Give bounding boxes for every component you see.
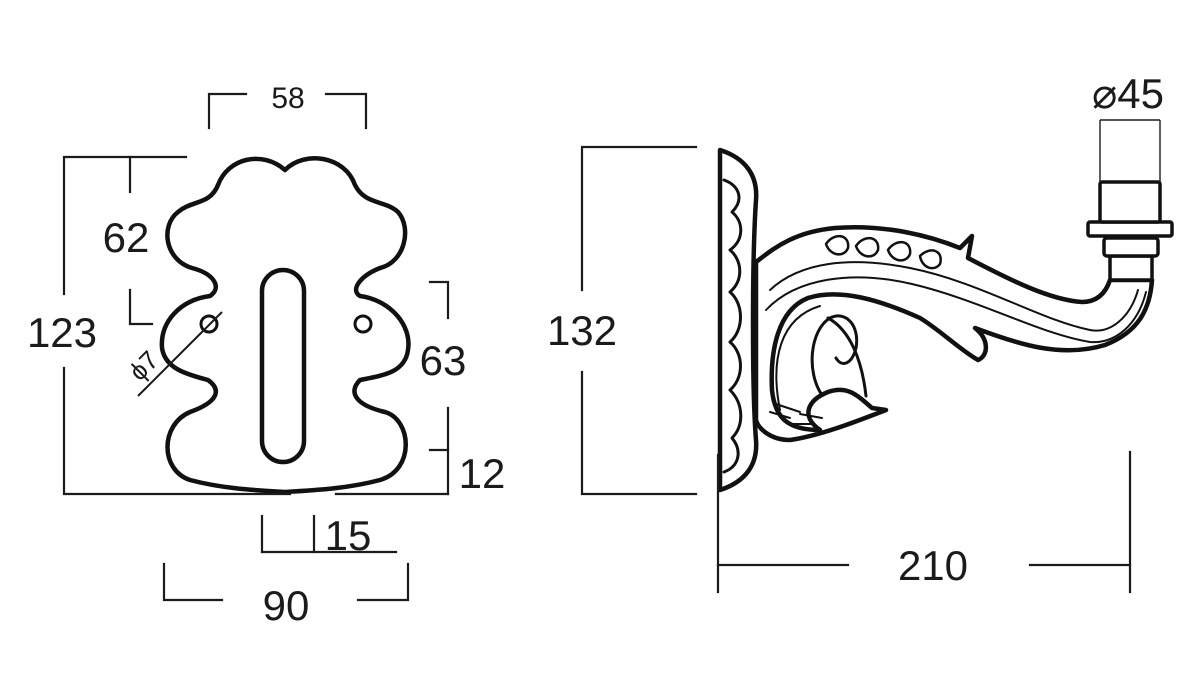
dim-projection: 210: [716, 450, 1132, 594]
arm-leaf-2: [854, 237, 880, 258]
dim-bottom-offset-label: 12: [459, 450, 506, 497]
arm-flute-3: [775, 305, 821, 411]
dim-socket-diameter: ⌀45: [1092, 70, 1164, 182]
dim-plate-height-label: 132: [547, 307, 617, 354]
dim-hole-spacing-label: 63: [420, 337, 467, 384]
arm-flute-2: [765, 276, 1147, 344]
dim-hole-spacing: 63: [420, 280, 467, 496]
lower-scroll-hatch: [769, 403, 823, 425]
mounting-hole-right: [353, 314, 373, 334]
wall-plate-side: [717, 147, 759, 493]
dim-upper-height: 62: [103, 155, 154, 326]
dim-top-width: 58: [207, 82, 368, 130]
arm-flute-1: [769, 261, 1139, 332]
bracket-arm: [753, 225, 1155, 443]
bracket-curl: [810, 314, 859, 397]
dim-bottom-offset: 12: [334, 448, 506, 497]
front-view: 58 123 62 ϕ7 63 12: [27, 82, 505, 629]
arm-leaf-4: [918, 249, 942, 270]
wall-plate-ornament: [722, 178, 743, 474]
dim-socket-diameter-label: ⌀45: [1092, 70, 1164, 117]
dim-total-height-label: 123: [27, 309, 97, 356]
side-view: 132 ⌀45: [547, 70, 1174, 594]
arm-leaf-1: [824, 235, 850, 256]
dim-total-width-label: 90: [263, 582, 310, 629]
bracket-curl-inner: [826, 316, 868, 398]
dim-upper-height-label: 62: [103, 214, 150, 261]
dim-total-height: 123: [27, 155, 292, 496]
arm-leaf-3: [886, 241, 912, 262]
dim-top-width-label: 58: [271, 82, 304, 115]
dim-slot-width: 15: [260, 512, 398, 559]
lamp-socket: [1086, 180, 1174, 282]
dim-total-width: 90: [162, 562, 410, 629]
dim-plate-height: 132: [547, 145, 698, 496]
mounting-slot: [259, 267, 307, 465]
dim-hole-diameter-label: ϕ7: [123, 345, 165, 387]
dim-slot-width-label: 15: [325, 512, 372, 559]
dim-projection-label: 210: [898, 542, 968, 589]
